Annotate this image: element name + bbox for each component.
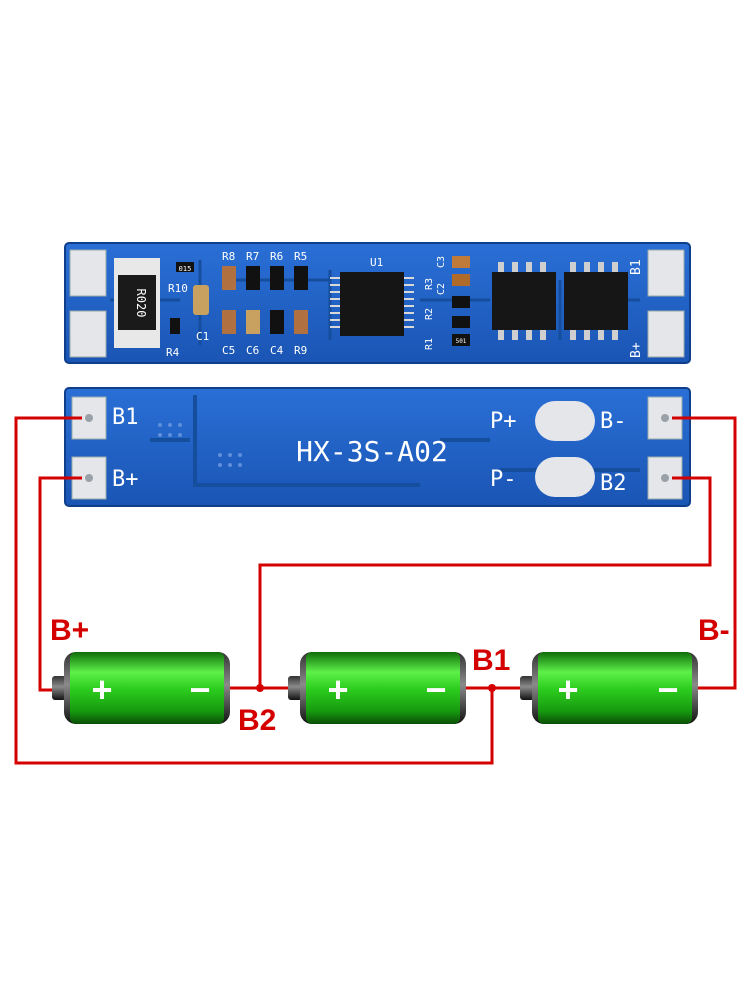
top-pad-left-2 <box>69 310 107 358</box>
pad-b1-hole <box>85 414 93 422</box>
ic-label: U1 <box>370 256 383 269</box>
bottom-label-b2: B2 <box>600 471 627 496</box>
board-model: HX-3S-A02 <box>296 435 448 468</box>
bottom-traces <box>150 395 640 487</box>
battery-2-plus: + <box>327 669 348 710</box>
ic-chip <box>330 272 414 336</box>
top-label-c2: C2 <box>436 283 447 295</box>
smd-column <box>452 256 470 346</box>
wire-label-b1: B1 <box>472 644 510 677</box>
top-pcb-board: R020 015 R10 R8 R7 R6 R5 C1 R4 C5 C6 C4 … <box>64 242 691 364</box>
wire-b2 <box>258 476 712 688</box>
top-label-c1: C1 <box>196 330 209 343</box>
battery-1-plus: + <box>91 669 112 710</box>
wire-label-bplus: B+ <box>50 614 89 647</box>
top-label-r10: R10 <box>168 282 188 295</box>
battery-cell-3: + − <box>520 652 698 724</box>
junction-dots <box>256 684 496 692</box>
bottom-pcb-board: B1 B+ HX-3S-A02 P+ P- B- B2 <box>64 387 691 507</box>
pad-pminus <box>535 457 595 497</box>
mosfet-2 <box>564 262 628 340</box>
battery-1-minus: − <box>189 669 210 710</box>
bottom-label-b1: B1 <box>112 405 139 430</box>
smd-part-code: 015 <box>179 265 192 273</box>
battery-3-minus: − <box>657 669 678 710</box>
wire-bminus <box>672 416 737 690</box>
top-label-c3: C3 <box>436 256 447 268</box>
res-small <box>170 318 180 334</box>
wire-label-b2: B2 <box>238 704 276 737</box>
top-pad-right-2 <box>647 310 685 358</box>
smd-part <box>176 262 194 272</box>
bottom-label-bplus: B+ <box>112 467 139 492</box>
top-label-r9: R9 <box>294 344 307 357</box>
top-label-r7: R7 <box>246 250 259 263</box>
wire-b1 <box>14 416 494 765</box>
top-label-r3: R3 <box>424 278 435 290</box>
top-label-r2: R2 <box>424 308 435 320</box>
battery-3-plus: + <box>557 669 578 710</box>
top-label-r5: R5 <box>294 250 307 263</box>
pad-pplus <box>535 401 595 441</box>
resistor-array-top <box>222 266 308 290</box>
wire-label-bminus: B- <box>698 614 730 647</box>
wire-bplus <box>38 476 82 692</box>
top-label-c4: C4 <box>270 344 284 357</box>
pad-bminus-hole <box>661 414 669 422</box>
wiring <box>14 416 737 765</box>
battery-2-minus: − <box>425 669 446 710</box>
top-label-c5: C5 <box>222 344 235 357</box>
top-label-r1: R1 <box>424 338 435 350</box>
top-pad-left-1 <box>69 249 107 297</box>
top-label-b1: B1 <box>629 259 644 275</box>
top-label-bplus: B+ <box>629 342 644 358</box>
pad-bplus-hole <box>85 474 93 482</box>
bottom-label-bminus: B- <box>600 409 627 434</box>
top-label-c6: C6 <box>246 344 259 357</box>
via-dots <box>158 423 242 467</box>
top-label-r4: R4 <box>166 346 180 359</box>
top-label-r8: R8 <box>222 250 235 263</box>
pad-b2-hole <box>661 474 669 482</box>
top-pad-right-1 <box>647 249 685 297</box>
top-label-r6: R6 <box>270 250 283 263</box>
resistor-array-bottom <box>222 310 308 334</box>
cap-code: 501 <box>456 338 467 345</box>
battery-cell-2: + − <box>288 652 466 724</box>
battery-cell-1: + − <box>52 652 230 724</box>
shunt-resistor-code: R020 <box>134 289 148 318</box>
cap-c1 <box>193 285 209 315</box>
label-pminus: P- <box>490 467 517 492</box>
label-pplus: P+ <box>490 409 517 434</box>
shunt-resistor <box>118 275 156 330</box>
mosfet-1 <box>492 262 556 340</box>
